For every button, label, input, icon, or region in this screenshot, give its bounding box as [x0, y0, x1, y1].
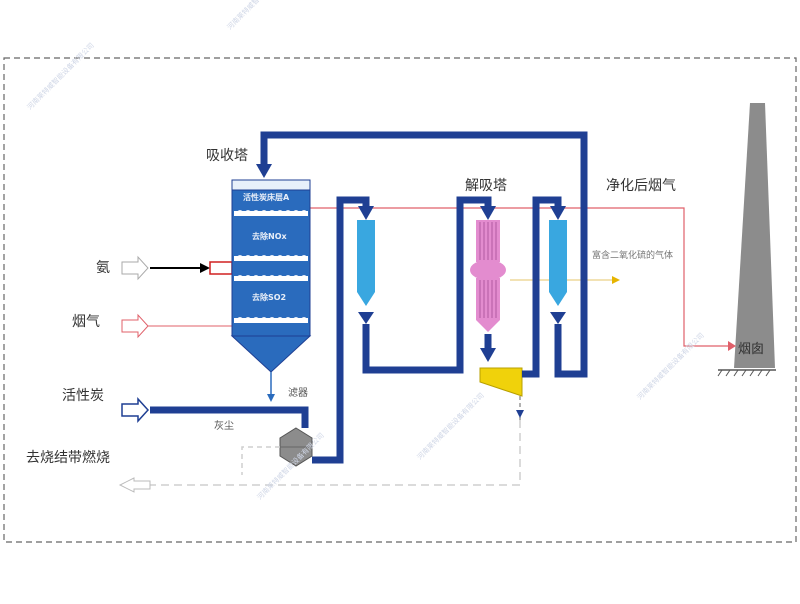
to-sinter-line	[150, 420, 521, 486]
bed-layer-top-label: 活性炭床层A	[243, 193, 290, 202]
absorber-tower-top	[231, 179, 311, 191]
bed-layer-low-label: 去除SO2	[252, 293, 287, 302]
ammonia-inlet-arrow	[121, 255, 149, 281]
column3-outlet-pipe	[554, 208, 588, 378]
rotary-feeder	[479, 367, 523, 397]
column3-outlet-arrow	[550, 312, 566, 324]
ammonia-line-arrow	[200, 263, 210, 273]
watermark-text: 河南莱特威智能设备有限公司	[415, 391, 486, 462]
clean-gas-line	[310, 207, 728, 347]
return-pipe-top-arrow	[256, 164, 272, 178]
column3-cone	[549, 292, 567, 306]
dashed-border	[3, 57, 797, 543]
chimney	[734, 103, 775, 368]
absorber-discharge-arrow	[267, 394, 275, 402]
desorber-label: 解吸塔	[465, 178, 507, 194]
column1-outlet-arrow	[358, 312, 374, 324]
return-pipe-top	[260, 131, 588, 208]
bed-layer-mid-label: 去除NOx	[252, 232, 287, 241]
column3-inlet-arrow	[550, 206, 566, 220]
screen-outlet-pipe	[312, 196, 370, 464]
watermark-text: 河南莱特威智能设备有限公司	[635, 331, 706, 402]
activated-carbon-label: 活性炭	[62, 388, 104, 404]
rich-so2-arrow	[612, 276, 620, 284]
clean-gas-label: 净化后烟气	[606, 178, 676, 194]
column1-inlet-arrow	[358, 206, 374, 220]
absorber-tower-cone	[230, 335, 312, 373]
flue-gas-label: 烟气	[72, 314, 100, 330]
ammonia-injector	[209, 261, 233, 275]
desorber-outlet-arrow	[480, 348, 496, 362]
watermark-text: 河南莱特威智能设备有限公司	[25, 41, 96, 112]
clean-gas-arrow	[728, 341, 736, 351]
desorber-inlet-arrow	[480, 206, 496, 220]
column1-to-desorber-pipe	[362, 196, 492, 374]
chimney-base-hatch	[717, 369, 771, 377]
carbon-feed-pipe	[150, 406, 309, 428]
activated-carbon-inlet-arrow	[121, 397, 150, 423]
column1-body	[357, 220, 375, 292]
desorber-tower	[470, 220, 506, 332]
flue-gas-inlet-arrow	[121, 313, 149, 339]
chimney-label: 烟囱	[738, 342, 765, 357]
watermark-text: 河南莱特威智能设备有限公司	[435, 0, 506, 1]
ammonia-label: 氨	[96, 260, 110, 276]
feeder-drop-arrow	[516, 410, 524, 418]
screen-label: 滤器	[288, 388, 308, 399]
column3-body	[549, 220, 567, 292]
absorber-label: 吸收塔	[206, 148, 248, 164]
absorber-bed-beads	[237, 210, 307, 323]
watermark-text: 河南莱特威智能设备有限公司	[225, 0, 296, 31]
feeder-to-column3-pipe	[522, 196, 562, 378]
rich-so2-label: 富含二氧化硫的气体	[592, 251, 674, 261]
ash-label: 灰尘	[214, 421, 234, 432]
column1-cone	[357, 292, 375, 306]
to-sinter-label: 去烧结带燃烧	[26, 450, 110, 466]
ash-line	[241, 446, 280, 475]
to-sinter-arrow	[118, 477, 151, 493]
